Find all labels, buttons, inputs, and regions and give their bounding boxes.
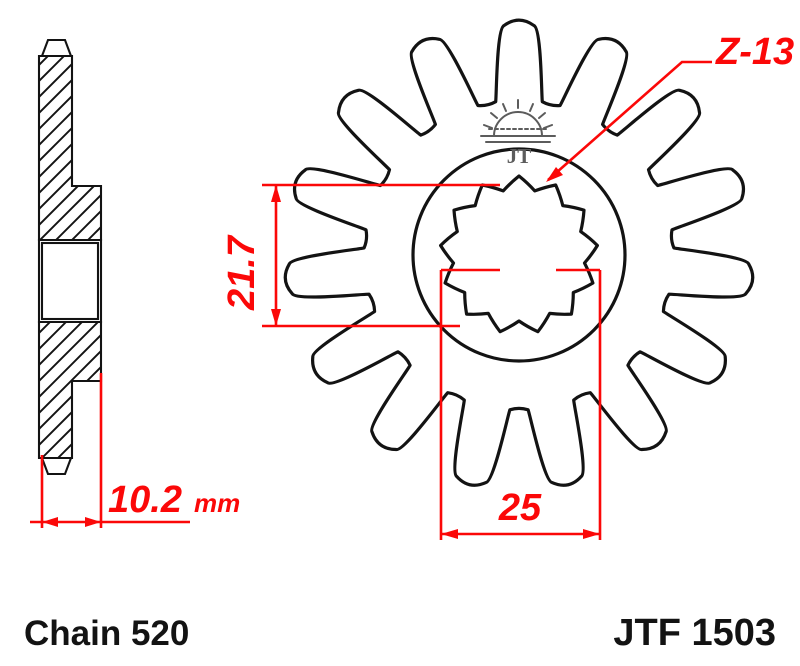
arrow-z13 bbox=[546, 167, 563, 182]
dimension-thickness-value: 10.2 bbox=[108, 479, 182, 521]
front-view: JT bbox=[283, 18, 755, 487]
annotation-spline-count: Z-13 bbox=[546, 31, 794, 182]
splined-bore bbox=[439, 174, 599, 334]
dimension-spline-major-value: 25 bbox=[498, 487, 542, 529]
dimension-spline-minor-value: 21.7 bbox=[221, 234, 263, 311]
arrow-thickness-right bbox=[85, 517, 101, 527]
jt-sunrise-logo: JT bbox=[480, 99, 556, 168]
dimension-spline-major: 25 bbox=[439, 268, 602, 540]
chain-label: Chain 520 bbox=[24, 614, 189, 653]
arrow-spline-major-left bbox=[441, 529, 458, 539]
dimension-thickness: 10.2 mm bbox=[30, 373, 240, 528]
jt-monogram: JT bbox=[507, 144, 532, 168]
part-number-label: JTF 1503 bbox=[613, 612, 776, 654]
arrow-spline-minor-top bbox=[271, 185, 281, 202]
side-tooth-tip-top bbox=[41, 38, 72, 57]
dimension-spline-minor: 21.7 bbox=[221, 183, 500, 328]
annotation-z13-label: Z-13 bbox=[715, 31, 794, 73]
arrow-thickness-left bbox=[42, 517, 58, 527]
sprocket-tooth-profile bbox=[283, 18, 755, 487]
side-lower-body-outline bbox=[37, 320, 103, 460]
arrow-spline-minor-bottom bbox=[271, 309, 281, 326]
section-hatching-upper bbox=[39, 56, 101, 240]
hub-circle bbox=[411, 147, 627, 363]
leader-line-z13 bbox=[547, 60, 712, 181]
side-bore-outer bbox=[37, 238, 103, 324]
side-tooth-tip-bottom bbox=[41, 457, 72, 476]
side-upper-body-outline bbox=[37, 54, 103, 242]
arrow-spline-major-right bbox=[583, 529, 600, 539]
side-section-view bbox=[37, 38, 103, 476]
dimension-thickness-unit: mm bbox=[194, 488, 240, 518]
side-bore-cavity bbox=[40, 241, 100, 321]
section-hatching-lower bbox=[39, 322, 101, 458]
